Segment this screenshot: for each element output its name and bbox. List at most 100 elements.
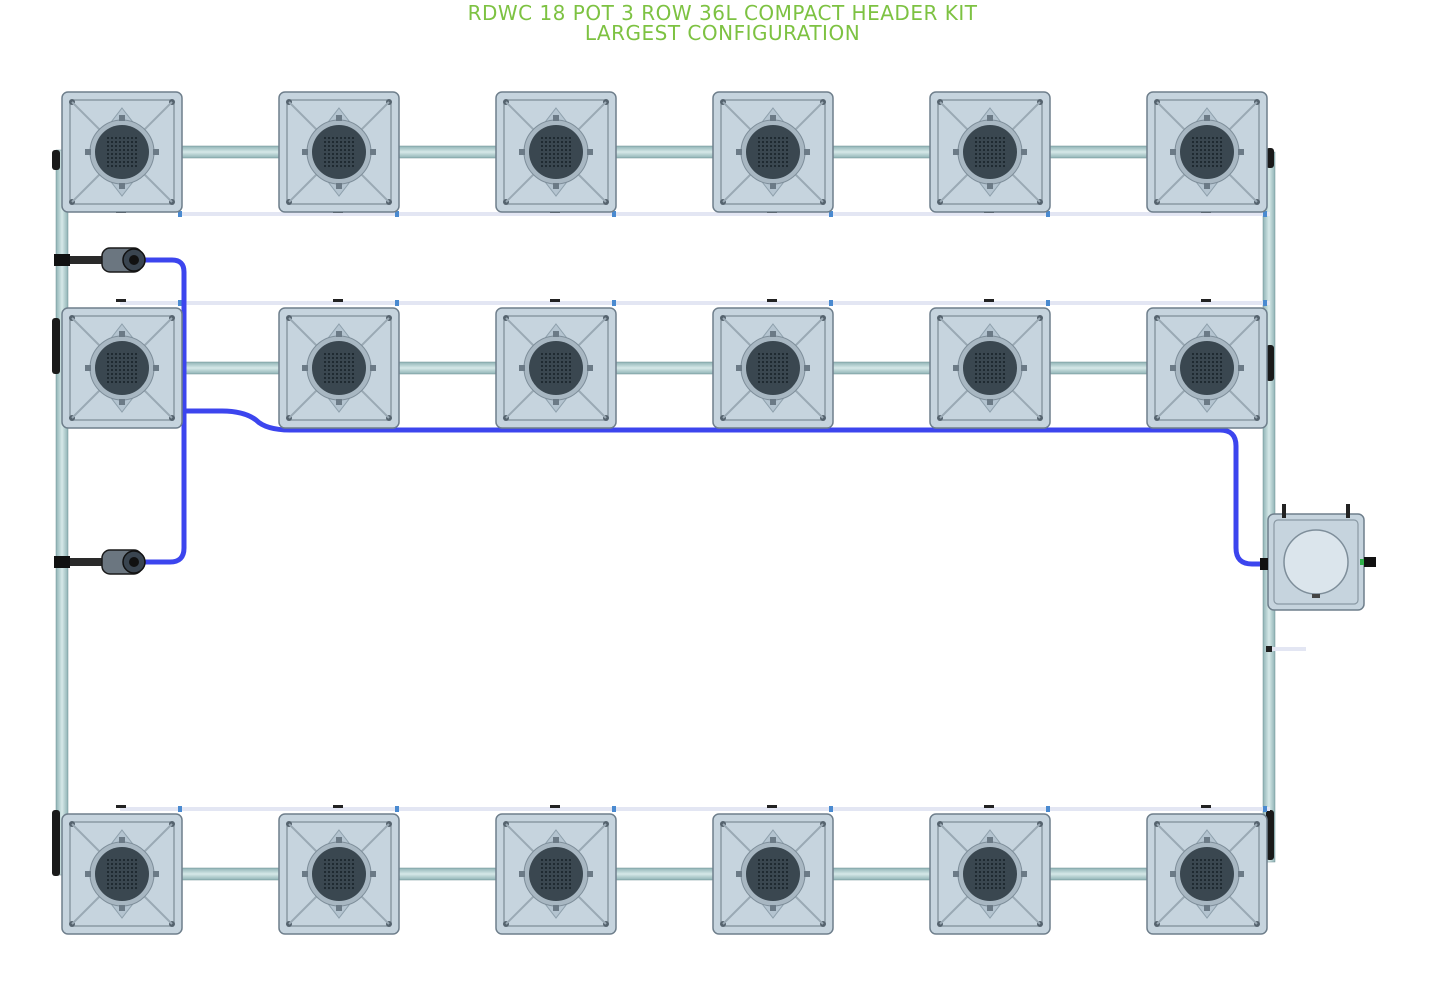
control-bucket-tab — [1312, 594, 1320, 598]
lid-tab — [953, 149, 959, 155]
lid-tab — [770, 115, 776, 121]
header-clip — [116, 805, 126, 808]
header-clip — [1266, 646, 1272, 652]
pot-16 — [712, 813, 834, 935]
control-bucket-outlet — [1364, 557, 1376, 567]
lid-tab — [1170, 149, 1176, 155]
net-pot-mesh — [1190, 135, 1224, 169]
pot-18 — [1146, 813, 1268, 935]
header-clip — [767, 805, 777, 808]
lid-tab — [119, 399, 125, 405]
pot-rim — [720, 315, 826, 421]
lid-tab — [119, 837, 125, 843]
manifold-end-cap — [52, 150, 60, 170]
pot-rim — [1154, 99, 1260, 205]
diagram-title-line-1: RDWC 18 POT 3 ROW 36L COMPACT HEADER KIT — [467, 1, 978, 25]
net-pot-mesh — [1190, 857, 1224, 891]
lid-tab — [1021, 871, 1027, 877]
lid-tab — [1204, 115, 1210, 121]
net-pot-mesh — [105, 135, 139, 169]
lid-tab — [336, 905, 342, 911]
pot-15 — [495, 813, 617, 935]
lid-tab — [553, 183, 559, 189]
blue-hoses — [143, 257, 1269, 567]
pot-ribs — [1156, 101, 1258, 203]
manifold-end-cap — [1266, 810, 1274, 860]
lid-tab — [1204, 183, 1210, 189]
header-connector — [1263, 211, 1267, 217]
lid-tab — [519, 871, 525, 877]
pot-ribs — [71, 101, 173, 203]
lid-tab — [1238, 365, 1244, 371]
lid-tab — [587, 365, 593, 371]
net-pot-mesh — [756, 351, 790, 385]
pot-rim — [503, 315, 609, 421]
pot-14 — [278, 813, 400, 935]
pump-2 — [54, 549, 146, 575]
right-manifold-pipe — [1262, 151, 1276, 863]
white-header-lines — [116, 210, 1306, 812]
pot-rim — [937, 99, 1043, 205]
header-clip — [1201, 805, 1211, 808]
pot-rim — [720, 99, 826, 205]
net-pot-mesh — [105, 351, 139, 385]
lid-tab — [519, 365, 525, 371]
lid-tab — [553, 331, 559, 337]
net-pot-mesh — [756, 135, 790, 169]
header-connector — [1046, 806, 1050, 812]
lid-tab — [153, 871, 159, 877]
lid-tab — [804, 149, 810, 155]
lid-tab — [336, 837, 342, 843]
control-bucket-icon — [1260, 504, 1376, 611]
header-connector — [829, 211, 833, 217]
pot-ribs — [939, 101, 1041, 203]
lid-tab — [519, 149, 525, 155]
header-connector — [1046, 300, 1050, 306]
pot-ribs — [505, 101, 607, 203]
lid-tab — [119, 183, 125, 189]
pot-rim — [937, 821, 1043, 927]
manifold-end-cap — [1266, 345, 1274, 381]
pump-outlet — [129, 255, 139, 265]
pot-7 — [61, 307, 183, 429]
pot-1 — [61, 91, 183, 213]
net-pot-mesh — [322, 857, 356, 891]
header-connector — [178, 211, 182, 217]
lid-tab — [370, 149, 376, 155]
control-bucket-rim — [1273, 519, 1359, 605]
pot-ribs — [505, 317, 607, 419]
pot-ribs — [722, 823, 824, 925]
pot-rim — [286, 821, 392, 927]
pot-17 — [929, 813, 1051, 935]
pot-rim — [503, 821, 609, 927]
net-pot-mesh — [322, 351, 356, 385]
control-bucket-post — [1282, 504, 1286, 518]
lid-tab — [1021, 365, 1027, 371]
header-connector — [395, 300, 399, 306]
net-pot-mesh — [322, 135, 356, 169]
pot-8 — [278, 307, 400, 429]
pump-inlet-hose — [70, 558, 104, 566]
lid-tab — [336, 115, 342, 121]
lid-tab — [1204, 399, 1210, 405]
pot-ribs — [1156, 823, 1258, 925]
lid-tab — [987, 905, 993, 911]
pot-ribs — [288, 823, 390, 925]
pot-rim — [69, 821, 175, 927]
control-bucket-lid — [1283, 529, 1349, 595]
lid-tab — [987, 399, 993, 405]
pot-13 — [61, 813, 183, 935]
net-pot-mesh — [973, 857, 1007, 891]
header-connector — [612, 806, 616, 812]
pot-ribs — [1156, 317, 1258, 419]
pot-rim — [720, 821, 826, 927]
lid-tab — [770, 399, 776, 405]
lid-tab — [587, 149, 593, 155]
pot-rim — [937, 315, 1043, 421]
header-connector — [1046, 211, 1050, 217]
net-pot-mesh — [973, 135, 1007, 169]
lid-tab — [553, 905, 559, 911]
lid-tab — [153, 365, 159, 371]
pot-grid — [61, 91, 1268, 935]
pot-ribs — [288, 101, 390, 203]
